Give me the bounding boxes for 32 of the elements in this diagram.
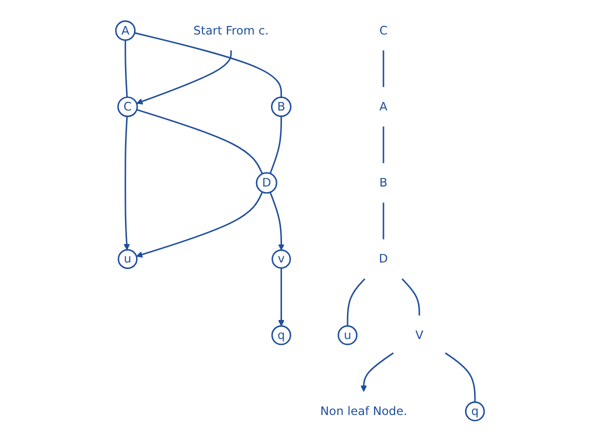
- node-circle: C: [117, 96, 138, 118]
- node-text: V: [415, 328, 424, 342]
- connector: [346, 278, 366, 326]
- connector: [382, 50, 384, 87]
- arrow: [124, 116, 130, 250]
- connector: [134, 32, 282, 98]
- node-text: C: [379, 23, 388, 38]
- connector: [124, 40, 128, 98]
- arrow: [136, 192, 263, 258]
- node-circle: D: [256, 172, 278, 194]
- node-circle: B: [270, 96, 292, 118]
- connector: [382, 126, 384, 164]
- node-circle: u: [118, 249, 138, 269]
- node-circle: u: [338, 325, 358, 346]
- connector: [269, 116, 282, 174]
- node-circle: v: [272, 249, 291, 269]
- node-circle: q: [465, 401, 485, 422]
- node-circle: A: [115, 20, 136, 41]
- node-text: D: [378, 252, 388, 266]
- node-text: A: [379, 99, 388, 114]
- node-text: Non leaf Node.: [320, 404, 408, 418]
- connector: [382, 202, 384, 240]
- arrow: [278, 268, 284, 326]
- node-text: B: [379, 176, 388, 190]
- arrow: [136, 50, 232, 104]
- node-text: Start From c.: [193, 23, 269, 38]
- arrow: [360, 352, 394, 392]
- connector: [444, 352, 476, 402]
- connector: [136, 108, 263, 174]
- node-circle: q: [271, 325, 292, 346]
- arrow: [269, 192, 284, 250]
- connector: [402, 278, 420, 316]
